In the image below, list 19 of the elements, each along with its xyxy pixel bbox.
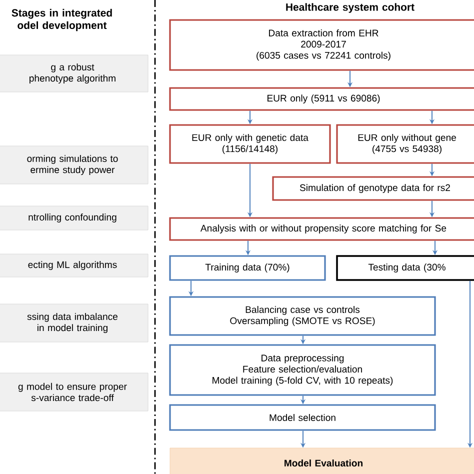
stage-box: g model to ensure proper s-variance trade-off [0, 372, 148, 412]
process-box: Analysis with or without propensity score matching for Se [169, 217, 474, 241]
process-box: Balancing case vs controls Oversampling (SMOTE vs ROSE) [169, 296, 436, 336]
stage-box: g a robust phenotype algorithm [0, 54, 148, 92]
process-box: Model selection [169, 404, 436, 431]
process-box: Data preprocessing Feature selection/evaluation Model training (5-fold CV, with 10 repeats) [169, 344, 436, 396]
process-box: EUR only with genetic data (1156/14148) [169, 124, 331, 164]
process-box: Training data (70%) [169, 255, 326, 281]
process-box: Data extraction from EHR 2009-2017 (6035 cases vs 72241 controls) [169, 19, 474, 71]
process-box: EUR only without gene (4755 vs 54938) [336, 124, 474, 164]
result-box: Model Evaluation [170, 448, 474, 474]
process-box: EUR only (5911 vs 69086) [169, 87, 474, 111]
process-box: Testing data (30% [336, 255, 474, 281]
stage-box: ecting ML algorithms [0, 254, 148, 278]
stage-box: ntrolling confounding [0, 206, 148, 230]
stage-box: ssing data imbalance in model training [0, 304, 148, 342]
heading: Stages in integrated odel development [12, 8, 112, 32]
process-box: Simulation of genotype data for rs2 [272, 176, 474, 201]
stage-box: orming simulations to ermine study power [0, 146, 148, 184]
